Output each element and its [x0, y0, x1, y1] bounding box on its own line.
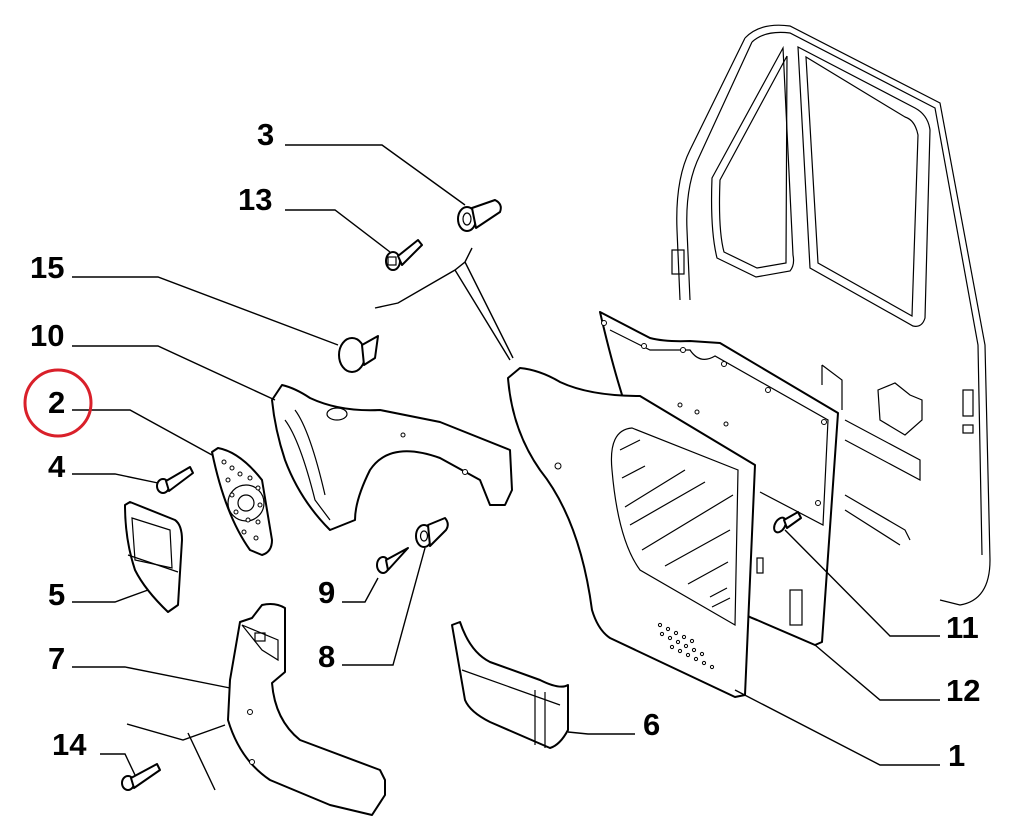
leader-4 — [72, 473, 159, 484]
part-3-clip — [457, 199, 502, 232]
group-leader-top — [374, 247, 514, 361]
part-8-clip — [415, 517, 449, 548]
part-5-bezel — [124, 501, 183, 613]
leader-7 — [72, 666, 231, 689]
callout-1[interactable]: 1 — [948, 738, 965, 773]
callout-2[interactable]: 2 — [48, 385, 65, 420]
part-4-bolt — [156, 466, 194, 494]
part-7-armrest-lower — [227, 603, 386, 816]
callout-8[interactable]: 8 — [318, 639, 335, 674]
part-10-armrest — [271, 384, 513, 531]
callout-10[interactable]: 10 — [30, 318, 64, 353]
callout-3[interactable]: 3 — [257, 117, 274, 152]
leader-1 — [734, 689, 940, 766]
leader-2 — [72, 409, 213, 456]
callout-4[interactable]: 4 — [48, 449, 66, 484]
callout-5[interactable]: 5 — [48, 577, 65, 612]
leader-11 — [784, 529, 940, 637]
speaker-perforation — [657, 622, 715, 670]
leader-10 — [72, 345, 276, 401]
leader-9 — [342, 577, 379, 603]
callout-11[interactable]: 11 — [946, 610, 979, 645]
callout-13[interactable]: 13 — [238, 182, 272, 217]
group-leader-bottom — [126, 723, 226, 791]
part-11-screw — [773, 511, 802, 534]
callout-14[interactable]: 14 — [52, 727, 87, 762]
part-13-screw — [385, 239, 423, 271]
highlight-circle — [23, 368, 93, 438]
part-15-clip — [338, 335, 379, 373]
callout-15[interactable]: 15 — [30, 250, 64, 285]
leader-5 — [72, 589, 149, 603]
leader-6 — [567, 731, 635, 735]
callout-9[interactable]: 9 — [318, 575, 335, 610]
part-2-grille — [211, 447, 273, 556]
callout-12[interactable]: 12 — [946, 673, 980, 708]
leader-3 — [285, 144, 466, 206]
callout-6[interactable]: 6 — [643, 707, 660, 742]
leader-13 — [285, 209, 391, 253]
leader-8 — [342, 547, 426, 666]
part-1-trim-panel — [507, 367, 756, 698]
part-6-pocket — [451, 621, 569, 749]
part-9-screw — [376, 547, 409, 574]
leader-14 — [100, 753, 136, 776]
door-shell — [671, 24, 991, 606]
leader-15 — [72, 276, 339, 346]
callout-7[interactable]: 7 — [48, 641, 65, 676]
part-14-bolt — [121, 763, 161, 791]
leader-12 — [814, 644, 940, 701]
